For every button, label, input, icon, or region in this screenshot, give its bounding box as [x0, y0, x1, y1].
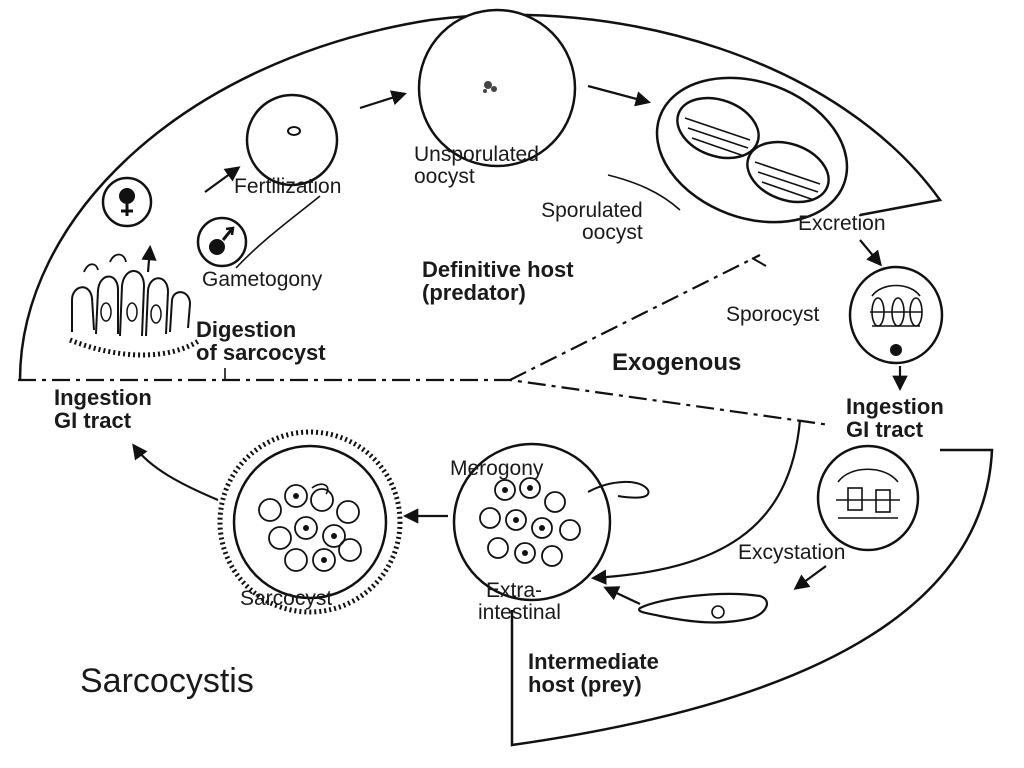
- merozoite: [587, 480, 650, 499]
- merogony-label: Merogony: [450, 457, 544, 480]
- arrow-zygote-to-oocyst: [359, 90, 407, 110]
- fertilization-label: Fertilization: [234, 175, 342, 198]
- gametogony-label: Gametogony: [202, 268, 323, 291]
- arrow-gametes-to-zygote: [204, 166, 241, 193]
- unsporulated-oocyst: [417, 8, 577, 168]
- sporulated-oocyst-label: Sporulated oocyst: [541, 199, 643, 245]
- meront: [452, 442, 612, 602]
- sarcocyst-label: Sarcocyst: [240, 587, 333, 610]
- intermediate-host-boundary: [510, 448, 994, 747]
- sporocyst: [848, 265, 944, 365]
- arrow-excretion-to-sporocyst: [859, 239, 882, 267]
- sporulated-oocyst: [655, 76, 849, 224]
- divider-tick: [751, 257, 767, 267]
- arrow-excystation: [793, 565, 827, 590]
- ingestion-left-label: Ingestion GI tract: [54, 385, 152, 434]
- exogenous-label: Exogenous: [612, 349, 742, 376]
- excystation-label: Excystation: [738, 541, 846, 564]
- sporulated-leader: [607, 174, 681, 211]
- exogenous-divider-line: [509, 254, 761, 381]
- arrow-sporozoite-to-extraintestinal: [603, 586, 641, 605]
- intermediate-host-label: Intermediate host (prey): [528, 649, 659, 698]
- diagram-title: Sarcocystis: [80, 662, 254, 700]
- excretion-label: Excretion: [798, 212, 886, 235]
- digestion-label: Digestion of sarcocyst: [196, 317, 326, 366]
- arrow-villi-to-female: [141, 244, 157, 273]
- sporozoite: [638, 592, 769, 624]
- female-gamete: [101, 176, 153, 228]
- definitive-host-label: Definitive host (predator): [422, 257, 574, 306]
- arrow-oocyst-to-sporulated: [587, 84, 651, 107]
- male-gamete: [196, 216, 248, 268]
- intestinal-villi: [69, 253, 202, 358]
- extraintestinal-label: Extra- intestinal: [478, 579, 561, 625]
- arrow-sarcocyst-to-ingestion: [132, 443, 219, 502]
- arrow-ingestion-to-meront: [590, 419, 802, 585]
- unsporulated-oocyst-label: Unsporulated oocyst: [414, 143, 539, 189]
- definitive-host-boundary: [18, 13, 943, 381]
- ingestion-right-label: Ingestion GI tract: [846, 394, 944, 443]
- ingested-sporocyst: [816, 444, 920, 552]
- sporocyst-label: Sporocyst: [726, 303, 820, 326]
- sarcocyst-cyst: [217, 429, 403, 615]
- zygote: [245, 93, 339, 187]
- gametogony-leader: [235, 195, 321, 269]
